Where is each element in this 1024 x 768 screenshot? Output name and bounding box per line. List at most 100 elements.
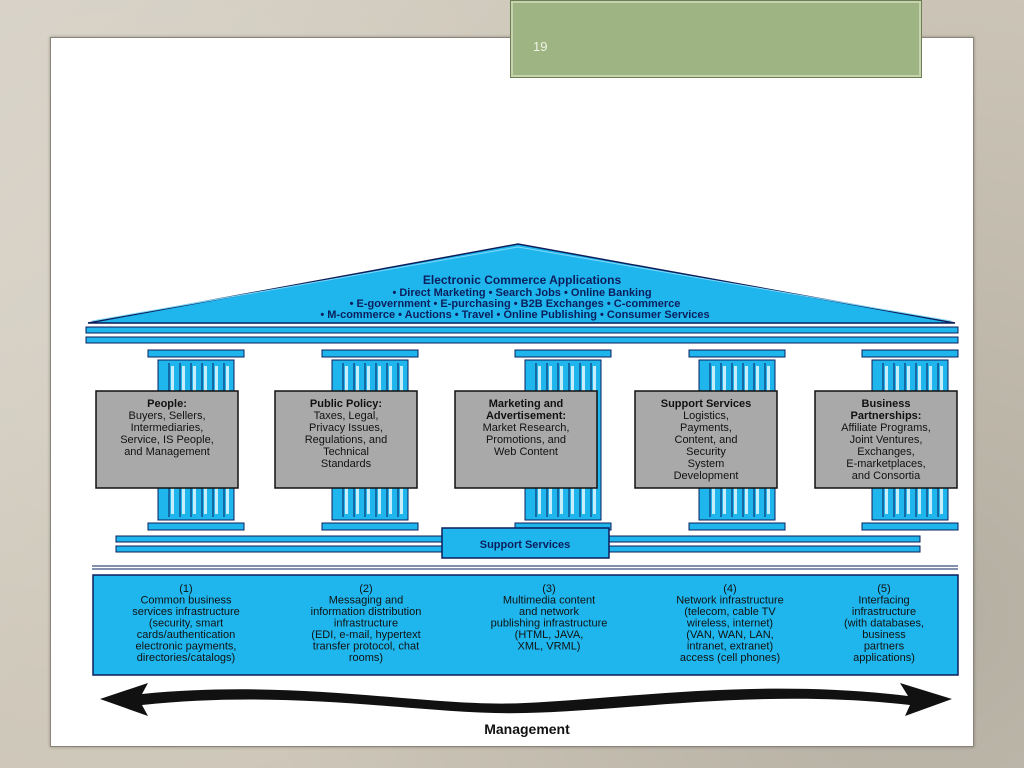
pillar-plinth [147,522,245,531]
pillar-capital [861,349,959,358]
slide-number-box: 19 [510,0,922,78]
pillar-body-line: and Consortia [852,470,921,482]
infrastructure-number: (3) [542,583,555,595]
pillar-body-line: Exchanges, [857,446,914,458]
roof-line-3: • M-commerce • Auctions • Travel • Onlin… [320,309,709,321]
pillar-plinth [688,522,786,531]
pillar-capital [514,349,612,358]
pillar-body-line: Affiliate Programs, [841,422,931,434]
support-services-label: Support Services [480,539,570,551]
roof-line-2: • E-government • E-purchasing • B2B Exch… [350,298,681,310]
pillar-body-line: Promotions, and [486,434,566,446]
pillar-body-line: Service, IS People, [120,434,214,446]
pillar-body-line: Payments, [680,422,732,434]
infrastructure-line: (with databases, [844,618,924,630]
pillar-title: Partnerships: [851,410,922,422]
infrastructure-line: (VAN, WAN, LAN, [686,629,773,641]
pillar-body-line: Web Content [494,446,558,458]
infrastructure-line: XML, VRML) [518,641,581,653]
pillar-capital [147,349,245,358]
pillar-4: Support ServicesLogistics,Payments,Conte… [634,349,786,531]
pillar-body-line: Regulations, and [305,434,388,446]
roof-line-1: • Direct Marketing • Search Jobs • Onlin… [392,287,651,299]
pillar-body-line: Logistics, [683,410,729,422]
infrastructure-line: electronic payments, [136,641,237,653]
pillar-title: Advertisement: [486,410,566,422]
pillar-capital [321,349,419,358]
infrastructure-number: (4) [723,583,736,595]
pillar-plinth [321,522,419,531]
pillar-body-line: Standards [321,458,372,470]
infrastructure-line: Common business [140,595,232,607]
infrastructure-line: publishing infrastructure [491,618,608,630]
roof-ridge [91,246,952,322]
infrastructure-line: access (cell phones) [680,652,780,664]
roof-band-upper [85,326,959,334]
infrastructure-line: transfer protocol, chat [313,641,419,653]
infrastructure-line: wireless, internet) [686,618,773,630]
infrastructure-line: and network [519,606,579,618]
pillar-body-line: Joint Ventures, [850,434,923,446]
pillar-box [274,390,418,489]
infrastructure-number: (2) [359,583,372,595]
infrastructure-line: (HTML, JAVA, [515,629,584,641]
pillar-box [634,390,778,489]
pillar-body-line: Intermediaries, [131,422,204,434]
infrastructure-bar [92,574,959,676]
infrastructure-line: business [862,629,906,641]
pillar-body-line: E-marketplaces, [846,458,925,470]
pillar-title: People: [147,398,187,410]
pillar-body-line: Security [686,446,726,458]
infrastructure-line: infrastructure [334,618,398,630]
infrastructure-line: (telecom, cable TV [684,606,776,618]
infrastructure-number: (1) [179,583,192,595]
infrastructure-line: information distribution [311,606,422,618]
management-label: Management [484,721,570,737]
infrastructure-line: intranet, extranet) [687,641,773,653]
infrastructure-line: Messaging and [329,595,404,607]
pillar-box [454,390,598,489]
infrastructure-line: Multimedia content [503,595,595,607]
pillar-title: Public Policy: [310,398,382,410]
pillar-capital [688,349,786,358]
pillar-2: Public Policy:Taxes, Legal,Privacy Issue… [274,349,419,531]
pillar-body-line: Privacy Issues, [309,422,383,434]
infrastructure-number: (5) [877,583,890,595]
infrastructure-line: (EDI, e-mail, hypertext [311,629,420,641]
pillar-plinth [861,522,959,531]
management-arrow [100,683,952,716]
pillar-body-line: and Management [124,446,210,458]
infrastructure-line: infrastructure [852,606,916,618]
pillar-body-line: Buyers, Sellers, [128,410,205,422]
pillar-title: Marketing and [489,398,564,410]
infrastructure-line: services infrastructure [132,606,240,618]
pillar-1: People:Buyers, Sellers,Intermediaries,Se… [95,349,245,531]
infrastructure-line: Network infrastructure [676,595,784,607]
infrastructure-line: cards/authentication [137,629,235,641]
slide-number: 19 [533,39,548,54]
roof-band-lower [85,336,959,344]
pillar-body-line: Technical [323,446,369,458]
infrastructure-line: directories/catalogs) [137,652,235,664]
roof-pediment [87,243,956,324]
pillar-body-line: Market Research, [483,422,570,434]
pillar-body-line: Development [674,470,739,482]
infrastructure-layer-4: (4)Network infrastructure(telecom, cable… [676,583,784,664]
pillar-body-line: System [688,458,725,470]
roof-title: Electronic Commerce Applications [423,273,622,287]
infrastructure-line: applications) [853,652,915,664]
pillar-body-line: Taxes, Legal, [314,410,379,422]
infrastructure-line: rooms) [349,652,383,664]
pillar-box [95,390,239,489]
pillar-body-line: Content, and [675,434,738,446]
support-services-box [441,527,610,559]
pillar-box [814,390,958,489]
infrastructure-line: (security, smart [149,618,223,630]
